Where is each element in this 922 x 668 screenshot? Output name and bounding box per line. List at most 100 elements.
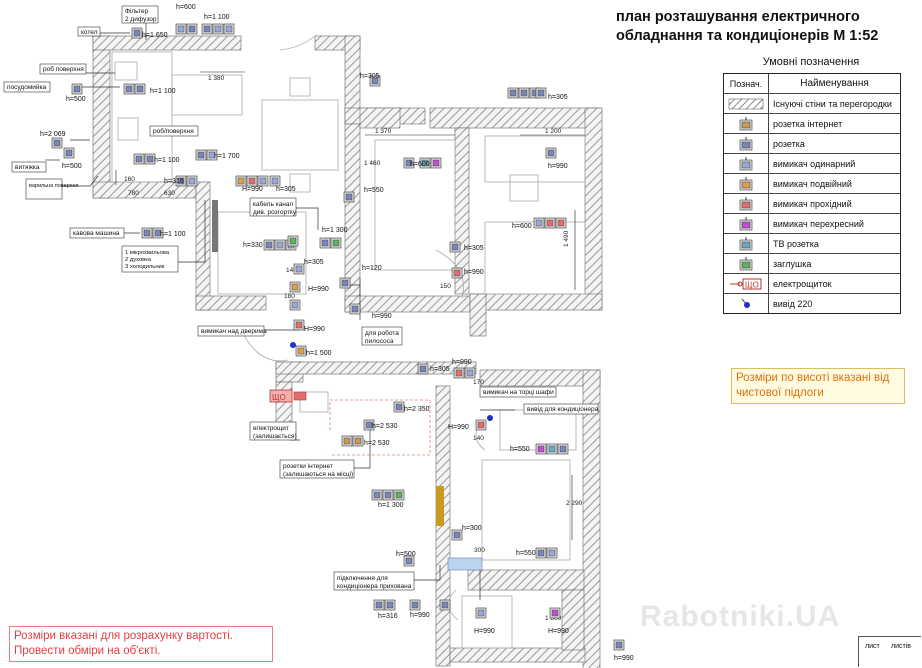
height-label: h=305 [304,259,324,266]
switch-single-icon [724,154,769,173]
switch-cross-icon-core [432,159,440,167]
socket-icon-core [73,85,81,93]
switch-single-icon-core [225,25,233,33]
switch-single-icon-core [271,177,279,185]
socket-internet-icon-core [354,437,362,445]
internet-label: розетки інтернет [283,462,333,470]
switch-single-icon-core [548,549,556,557]
socket-icon-core [451,243,459,251]
legend-header-row: Познач. Найменування [724,74,900,93]
height-label: h=500 [396,551,416,558]
ac-connect-label: підключення для [337,574,388,582]
switch-double-icon [724,174,769,193]
height-label: h=550 [510,446,530,453]
dim-780: 780 [128,190,139,197]
height-label: h=2 530 [372,423,398,430]
socket-icon-core [395,403,403,411]
dim-180: 180 [284,293,295,300]
socket-icon-core [419,365,427,373]
height-label: h=990 [372,313,392,320]
height-label: h=1 700 [214,153,240,160]
callout-internet: розетки інтернет (залишаються на місці) [279,459,355,479]
dim-1370: 1 370 [375,128,392,135]
socket-icon-core [197,151,205,159]
work-surface-2-label: роб/поверхня [153,127,194,135]
socket-icon-core [146,155,154,163]
plug-icon [724,254,769,273]
hood-label: витяжка [15,164,40,171]
socket-icon-core [65,149,73,157]
socket-icon-core [441,601,449,609]
height-label: h=300 [462,525,482,532]
callout-dishwasher: посудомийка [3,81,51,93]
height-label: h=990 [452,359,472,366]
callout-labels: Фільтер 2 дифузор котел роб поверхня пос… [3,5,599,591]
socket-icon-core [177,177,185,185]
stamp-sheet: лист [865,643,880,650]
socket-icon-core [509,89,517,97]
plug-icon-core [289,237,297,245]
filter-label: Фільтер [125,7,149,15]
socket-icon-core [405,557,413,565]
switch-single-icon-core [276,241,284,249]
height-label: H=990 [474,628,495,635]
switch-single-icon-core [177,25,185,33]
dim-1490: 1 490 [563,230,570,247]
microwave-label: 1 мікрохвильова [125,250,170,256]
ac-outlet-label: вивід для кондиціонера [527,405,599,413]
cable-channel-label: кабель канал [253,200,293,208]
socket-icon-core [143,229,151,237]
oven-label: 2 духовка [125,257,152,263]
switch-double-icon-core [237,177,245,185]
socket-icon-core [53,139,61,147]
legend-label: ТВ розетка [773,238,819,249]
socket-icon-core [547,149,555,157]
coffee-label: кавова машина [73,230,120,237]
socket-icon-core [375,601,383,609]
height-label: h=305 [548,94,568,101]
dim-630: 630 [164,190,175,197]
socket-icon-core [135,155,143,163]
wardrobe-label: вимикач на торці шафи [483,388,554,396]
dim-1800: 1 800 [545,615,562,622]
socket-icon-core [386,601,394,609]
callout-panel: електрощит (залишається) [249,421,297,441]
height-label: h=550 [516,550,536,557]
switch-double-icon-core [297,347,305,355]
socket-icon-core [405,159,413,167]
drawing-title: план розташування електричного обладнанн… [616,8,916,46]
stamp-sheets: листів [891,643,911,650]
socket-icon-core [133,29,141,37]
height-label: H=990 [308,286,329,293]
height-label: h=600 [176,4,196,11]
watermark: Rabotniki.UA [640,600,841,633]
switch-single-icon-core [208,151,216,159]
switch-single-icon-core [295,265,303,273]
socket-icon-core [341,279,349,287]
height-label: h=1 100 [160,231,186,238]
socket-icon-core [615,641,623,649]
switch-cross-icon [724,214,769,233]
height-label: h=305 [430,366,450,373]
switch-pass-icon-core [248,177,256,185]
switch-pass-icon-core [453,269,461,277]
height-label: h=990 [548,163,568,170]
switch-pass-icon-core [546,219,554,227]
height-label: h=330 [243,242,263,249]
switch-single-icon-core [535,219,543,227]
legend-row-switch-double: вимикач подвійний [724,173,900,193]
legend-label: Існуючі стіни та перегородки [773,98,892,109]
height-label: h=2 530 [364,440,390,447]
robot-2-label: пилососа [365,338,394,345]
dimension-lines [115,71,585,540]
height-label: h=1 300 [378,502,404,509]
devices [51,23,625,651]
socket-icon-core [520,89,528,97]
socket-icon-core [154,229,162,237]
panel-icon: ЩО [724,274,769,293]
switch-pass-icon [724,194,769,213]
height-label: h=1 650 [142,32,168,39]
switch-cross-icon-core [551,609,559,617]
socket-icon-core [136,85,144,93]
height-label: h=2 350 [404,406,430,413]
